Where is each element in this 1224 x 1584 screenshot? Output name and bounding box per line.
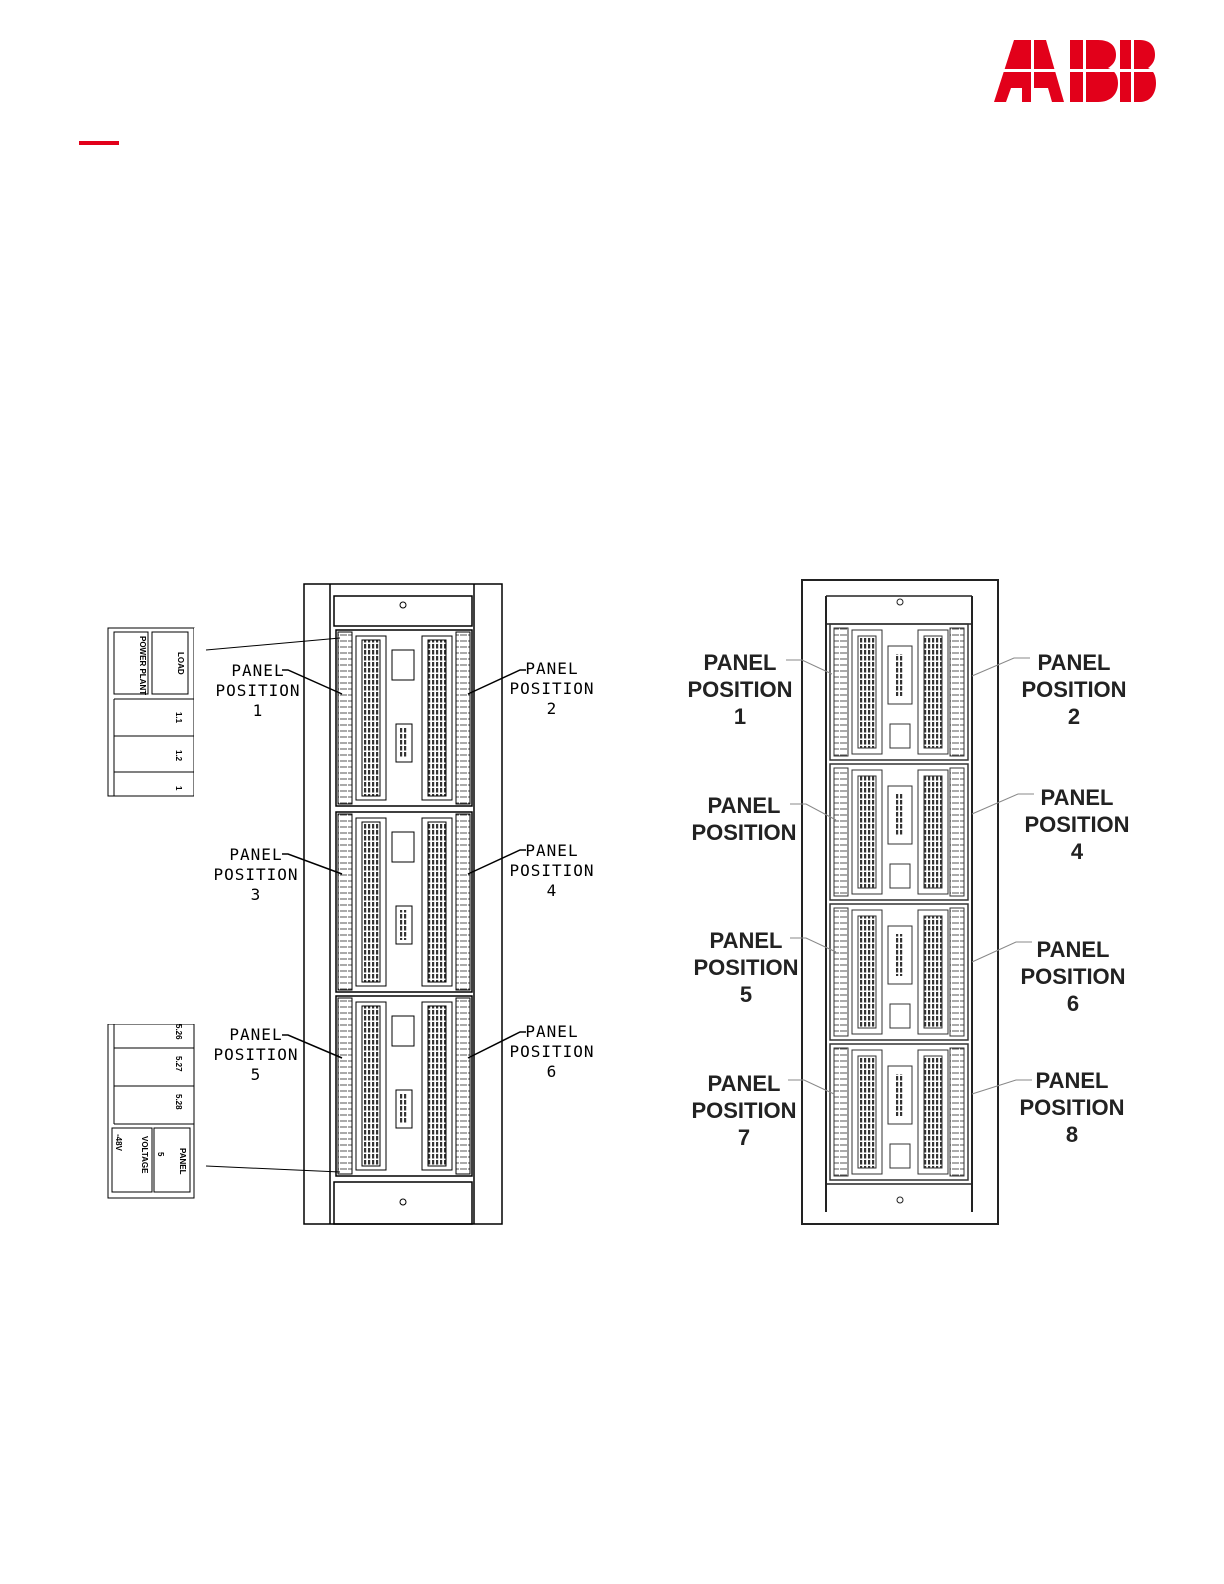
right-panel-7-line3: 7 [738,1125,750,1150]
right-panel-4-line1: PANEL [1041,785,1114,810]
panel-label: PANEL [178,1148,187,1175]
right-panel-3-line2: POSITION [691,820,796,845]
right-rack-drawing: PANEL POSITION 1 PANEL POSITION 2 PANEL … [680,572,1150,1232]
red-accent-line [79,141,119,145]
top-label-card: POWER PLANT LOAD 1.1 1.2 1 [108,628,340,798]
right-panel-8-line2: POSITION [1019,1095,1124,1120]
panel-value: 5 [156,1152,165,1157]
right-panel-row [830,624,968,760]
left-panel-1-line1: PANEL [231,661,284,680]
right-panel-6-line2: POSITION [1020,964,1125,989]
left-panel-5-line3: 5 [251,1065,262,1084]
left-panel-5-line2: POSITION [213,1045,298,1064]
left-panel-2-line2: POSITION [509,679,594,698]
power-plant-label: POWER PLANT [138,636,147,695]
circuit-1-1-label: 1.1 [174,712,183,724]
left-panel-5-line1: PANEL [229,1025,282,1044]
circuit-5-26-label: 5.26 [174,1024,183,1040]
left-panel-2-line3: 2 [547,699,558,718]
circuit-5-28-label: 5.28 [174,1094,183,1110]
right-panel-1-line2: POSITION [687,677,792,702]
left-panel-4-line2: POSITION [509,861,594,880]
circuit-1-2-label: 1.2 [174,750,183,762]
right-panel-1-line1: PANEL [704,650,777,675]
right-panel-5-line3: 5 [740,982,752,1007]
left-panel-row [336,812,472,992]
right-panel-2-line2: POSITION [1021,677,1126,702]
circuit-5-27-label: 5.27 [174,1056,183,1072]
left-panel-4-line3: 4 [547,881,558,900]
right-panel-1-line3: 1 [734,704,746,729]
voltage-label: VOLTAGE [140,1136,149,1174]
left-panel-1-line3: 1 [253,701,264,720]
circuit-partial-label: 1 [174,786,183,791]
right-panel-row [830,1044,968,1180]
left-panel-3-line3: 3 [251,885,262,904]
right-panel-5-line2: POSITION [693,955,798,980]
left-panel-row [336,630,472,806]
load-label: LOAD [176,652,185,675]
left-panel-6-line3: 6 [547,1062,558,1081]
right-panel-8-line1: PANEL [1036,1068,1109,1093]
left-rack-drawing: POWER PLANT LOAD 1.1 1.2 1 5.26 5.27 5.2… [100,572,600,1232]
right-panel-4-line3: 4 [1071,839,1084,864]
right-panel-5-line1: PANEL [710,928,783,953]
left-panel-1-line2: POSITION [215,681,300,700]
abb-logo [994,40,1156,102]
left-panel-3-line1: PANEL [229,845,282,864]
right-panel-7-line2: POSITION [691,1098,796,1123]
left-panel-6-line1: PANEL [525,1022,578,1041]
left-panel-row [336,996,472,1176]
right-panel-2-line3: 2 [1068,704,1080,729]
left-panel-3-line2: POSITION [213,865,298,884]
right-panel-6-line1: PANEL [1037,937,1110,962]
right-panel-7-line1: PANEL [708,1071,781,1096]
right-panel-6-line3: 6 [1067,991,1079,1016]
left-panel-6-line2: POSITION [509,1042,594,1061]
right-panel-8-line3: 8 [1066,1122,1078,1147]
right-panel-2-line1: PANEL [1038,650,1111,675]
left-panel-4-line1: PANEL [525,841,578,860]
left-panel-2-line1: PANEL [525,659,578,678]
right-panel-row [830,764,968,900]
right-panel-3-line1: PANEL [708,793,781,818]
voltage-value: -48V [114,1134,123,1152]
right-panel-row [830,904,968,1040]
right-panel-4-line2: POSITION [1024,812,1129,837]
